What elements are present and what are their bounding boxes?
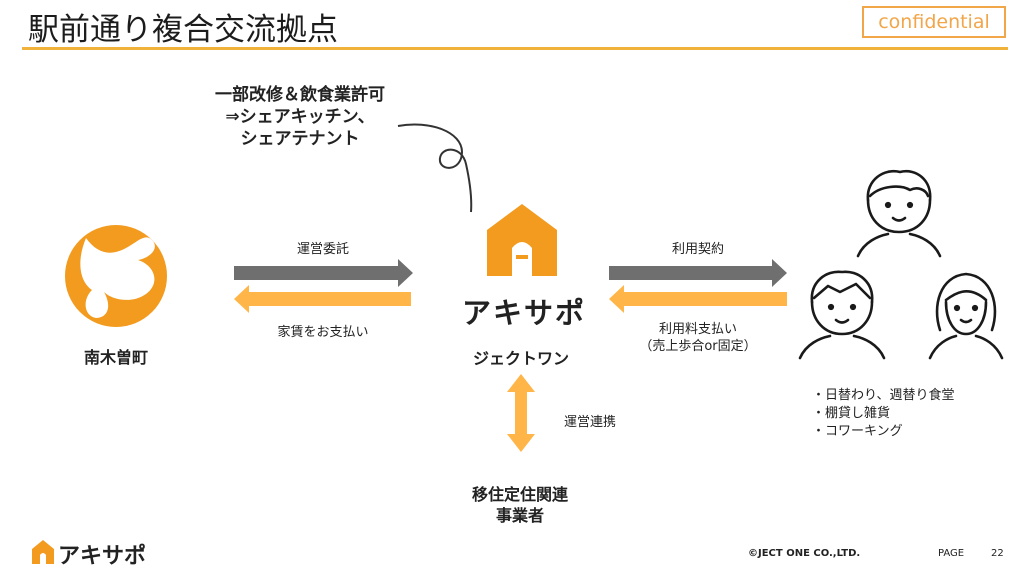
partner-label: 移住定住関連 事業者 (440, 484, 600, 526)
arrow-collaboration (507, 374, 535, 452)
municipality-emblem-icon (65, 225, 167, 327)
list-item: ・日替わり、週替り食堂 (812, 388, 955, 403)
usage-fee-line: （売上歩合or固定） (639, 339, 757, 354)
delegation-label: 運営委託 (296, 242, 349, 257)
arrow-delegation (234, 259, 413, 287)
partner-line: 移住定住関連 (471, 485, 568, 504)
services-list: ・日替わり、週替り食堂 ・棚貸し雑貨 ・コワーキング (812, 387, 954, 441)
list-item: ・コワーキング (812, 424, 903, 439)
callout-line: シェアテナント (240, 129, 360, 149)
confidential-badge: confidential (862, 6, 1006, 38)
footer-brand: アキサポ (58, 544, 147, 569)
footer-logo-icon (32, 540, 54, 564)
user-icon (856, 169, 942, 258)
partner-line: 事業者 (495, 506, 544, 525)
usage-fee-line: 利用料支払い (658, 322, 737, 337)
page-label: PAGE (938, 548, 965, 559)
copyright: ©JECT ONE CO.,LTD. (748, 548, 861, 559)
usage-contract-label: 利用契約 (671, 242, 724, 257)
company-label: ジェクトワン (472, 349, 569, 368)
collaboration-label: 運営連携 (563, 415, 616, 430)
header-divider (22, 47, 1008, 50)
callout-line: 一部改修＆飲食業許可 (215, 85, 385, 105)
renovation-callout: 一部改修＆飲食業許可 ⇒シェアキッチン、 シェアテナント (180, 84, 420, 150)
page-title: 駅前通り複合交流拠点 (28, 12, 338, 48)
callout-line: ⇒シェアキッチン、 (225, 107, 375, 127)
arrow-usage-fee (609, 285, 787, 313)
user-icon (928, 272, 1004, 360)
list-item: ・棚貸し雑貨 (812, 406, 891, 421)
arrow-usage-contract (609, 259, 787, 287)
akisapo-house-icon (487, 204, 557, 276)
rent-payment-label: 家賃をお支払い (277, 325, 369, 340)
callout-connector (397, 123, 473, 213)
municipality-label: 南木曽町 (83, 348, 148, 367)
akisapo-brand: アキサポ (462, 296, 587, 330)
page-number: 22 (991, 548, 1004, 559)
usage-fee-label: 利用料支払い （売上歩合or固定） (609, 321, 787, 355)
user-icon (798, 270, 886, 360)
arrow-rent-payment (234, 285, 411, 313)
